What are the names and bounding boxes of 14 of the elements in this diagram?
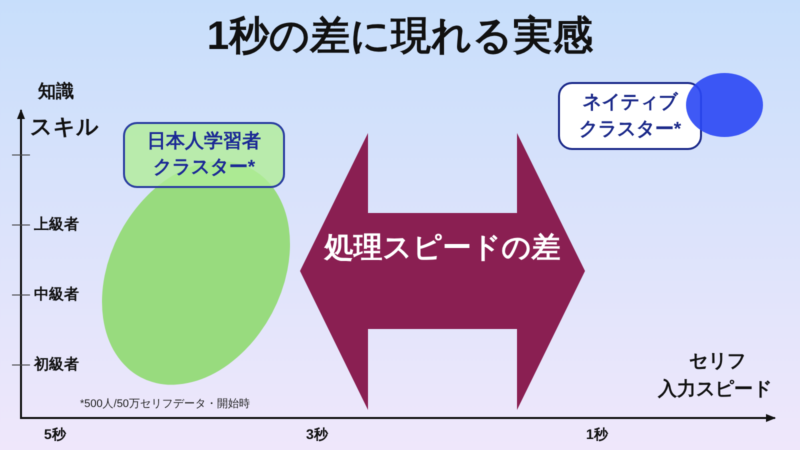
tick-label: 上級者 (34, 215, 79, 235)
tick-label: 初級者 (34, 355, 79, 375)
cluster-label: 日本人学習者クラスター* (123, 122, 285, 188)
tick-label: 中級者 (34, 285, 79, 305)
title: 1秒の差に現れる実感 (206, 13, 594, 60)
axis-label: 入力スピード (658, 378, 772, 402)
tick-label: 5秒 (44, 425, 66, 444)
footnote: *500人/50万セリフデータ・開始時 (80, 397, 250, 412)
axis-label: スキル (30, 113, 99, 141)
tick-label: 3秒 (306, 425, 328, 444)
axis-label: 知識 (38, 80, 74, 103)
axis-label: セリフ (689, 350, 746, 374)
tick-label: 1秒 (586, 425, 608, 444)
cluster-label: ネイティブクラスター* (558, 82, 702, 150)
